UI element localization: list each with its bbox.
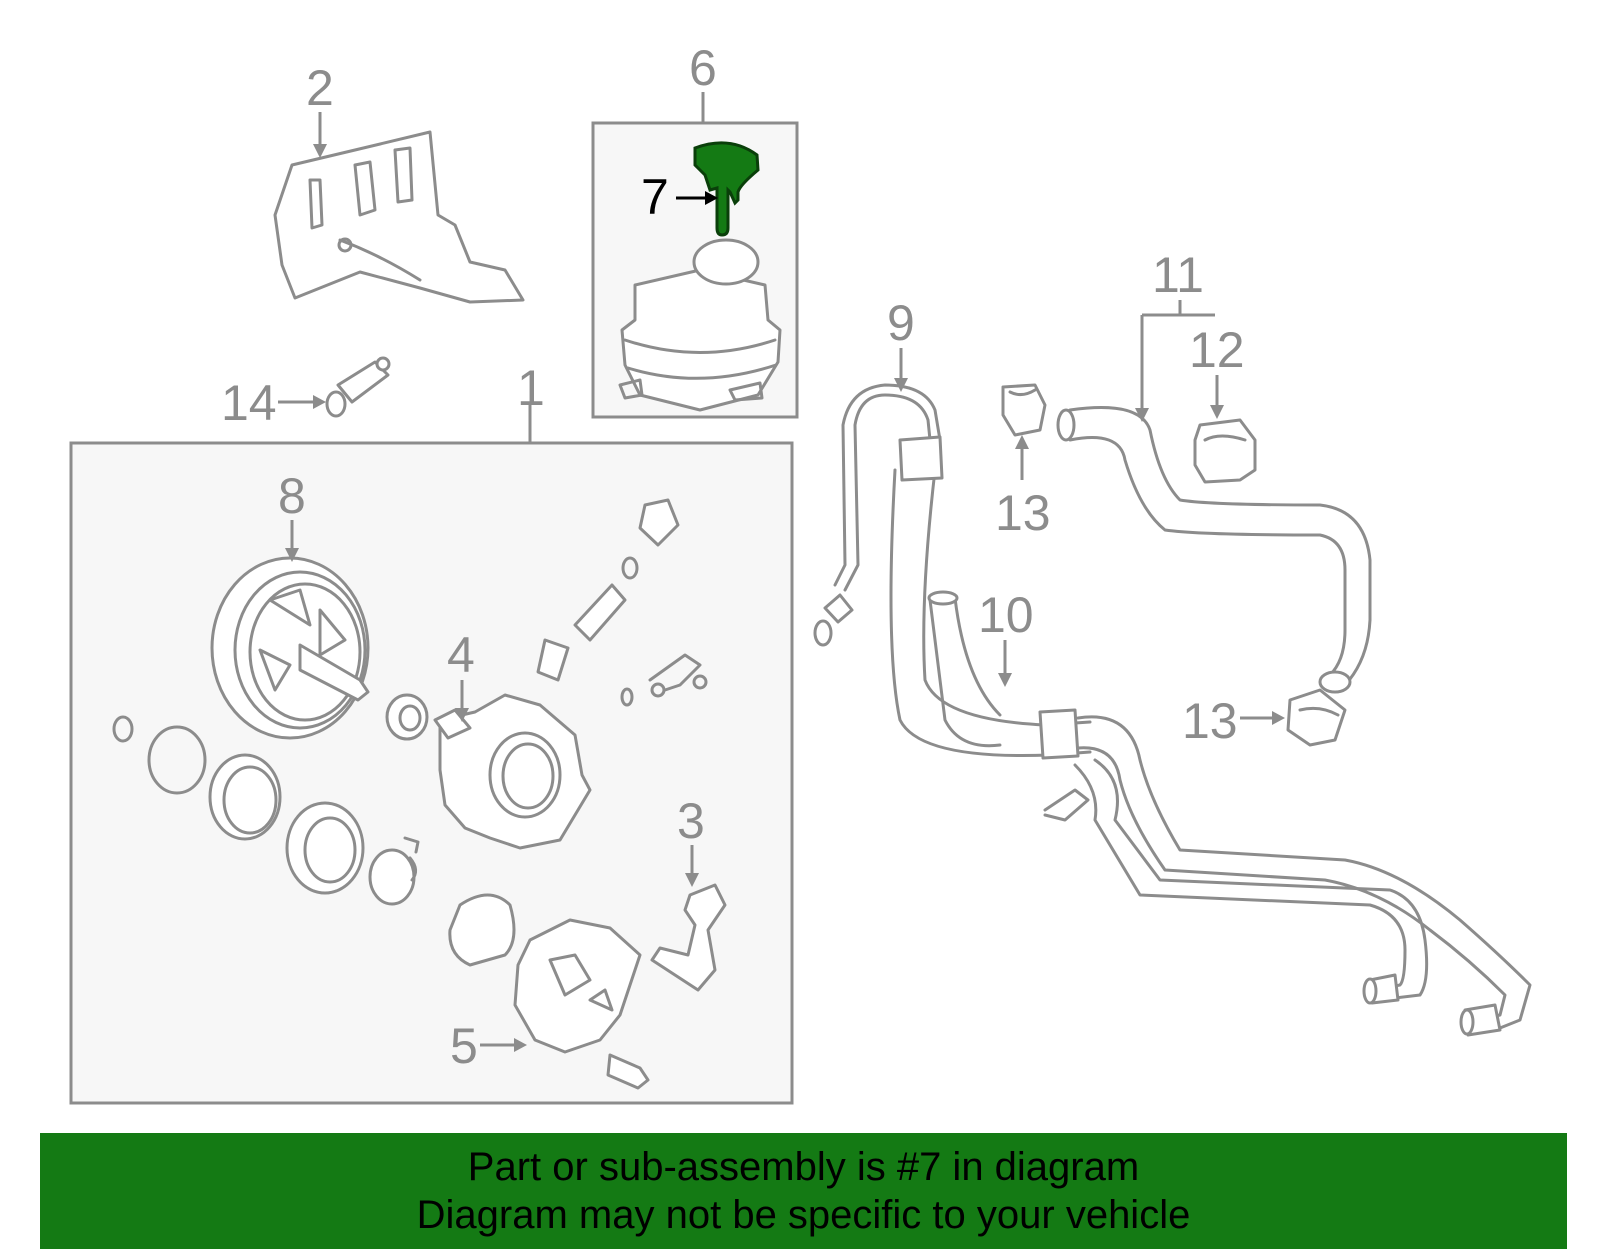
return-hose-part (927, 590, 1429, 1005)
pressure-switch-part (325, 356, 391, 418)
hose-clamp-13a-part (1001, 383, 1047, 437)
cam-ring-part (285, 801, 365, 895)
callout-10: 10 (978, 587, 1034, 643)
callout-6: 6 (689, 40, 717, 96)
rear-housing-part (513, 918, 650, 1090)
assembly-box-1 (69, 441, 794, 1105)
reservoir-part (618, 238, 782, 412)
gasket-part (448, 893, 516, 967)
seal-part (385, 693, 429, 741)
callout-7: 7 (641, 169, 669, 225)
pump-housing-part (433, 693, 592, 850)
callout-1: 1 (517, 360, 545, 416)
callout-14: 14 (221, 375, 277, 431)
callout-9: 9 (887, 295, 915, 351)
banner-line-2: Diagram may not be specific to your vehi… (416, 1193, 1191, 1237)
reservoir-cap-highlighted (693, 141, 760, 237)
callout-5: 5 (450, 1018, 478, 1074)
callout-13a: 13 (995, 485, 1051, 541)
flow-valve-part (536, 498, 708, 707)
callout-12: 12 (1189, 322, 1245, 378)
info-banner: Part or sub-assembly is #7 in diagram Di… (40, 1133, 1567, 1249)
banner-line-1: Part or sub-assembly is #7 in diagram (467, 1145, 1140, 1189)
bracket-part (650, 883, 727, 992)
suction-hose-part (1056, 406, 1372, 694)
rotor-part (208, 753, 282, 841)
pressure-hose-part (813, 383, 1532, 1037)
hose-clamp-13b-part (1286, 688, 1347, 747)
callout-11: 11 (1152, 247, 1204, 303)
o-ring-large (147, 725, 207, 795)
bushing-part (368, 836, 420, 906)
heat-shield-part (273, 130, 525, 304)
pulley-part (210, 556, 370, 740)
callout-2: 2 (306, 60, 334, 116)
callout-3: 3 (677, 793, 705, 849)
callout-4: 4 (447, 627, 475, 683)
hose-clamp-12-part (1193, 418, 1257, 484)
seal-ring-small (112, 715, 134, 743)
callout-8: 8 (278, 468, 306, 524)
callout-13b: 13 (1182, 693, 1238, 749)
